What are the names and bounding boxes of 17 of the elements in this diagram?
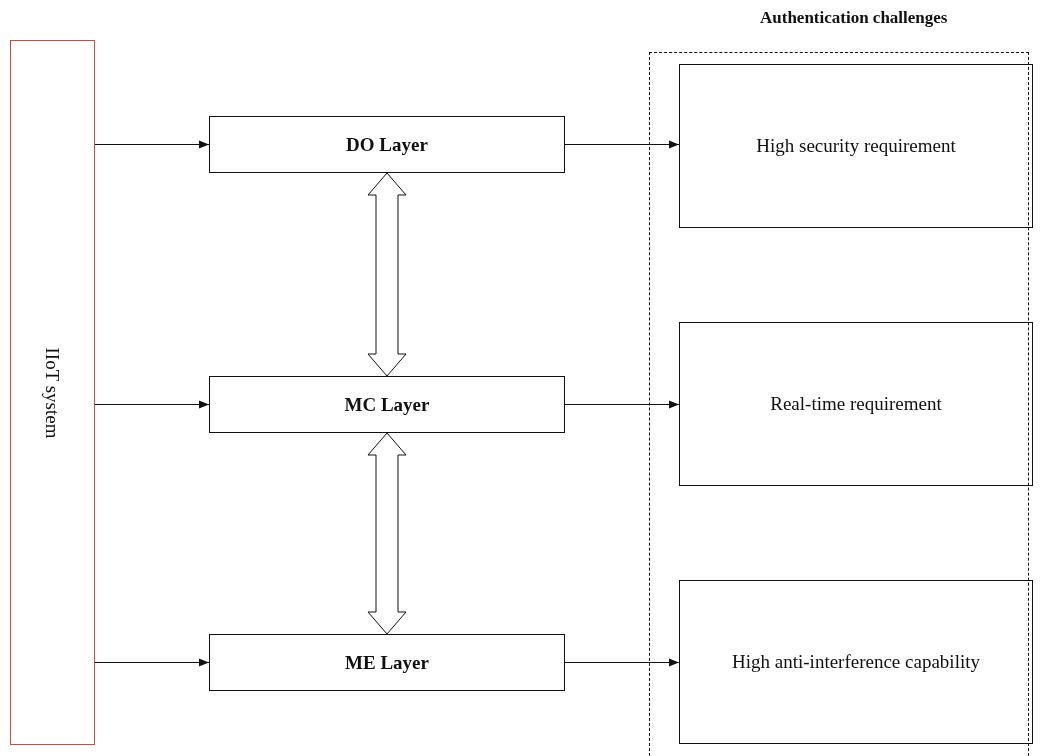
challenge-box: High anti-interference capability [679, 580, 1033, 744]
system-label: IIoT system [41, 347, 64, 438]
arrow [94, 140, 210, 149]
arrow [564, 658, 680, 667]
layer-box: ME Layer [209, 634, 565, 691]
challenge-box: High security requirement [679, 64, 1033, 228]
layer-box: MC Layer [209, 376, 565, 433]
group-heading: Authentication challenges [760, 8, 948, 28]
challenge-box: Real-time requirement [679, 322, 1033, 486]
arrow [94, 658, 210, 667]
arrow [94, 400, 210, 409]
double-block-arrow [367, 432, 407, 635]
arrow [564, 140, 680, 149]
arrow [564, 400, 680, 409]
double-block-arrow [367, 172, 407, 377]
system-box [10, 40, 95, 745]
layer-box: DO Layer [209, 116, 565, 173]
